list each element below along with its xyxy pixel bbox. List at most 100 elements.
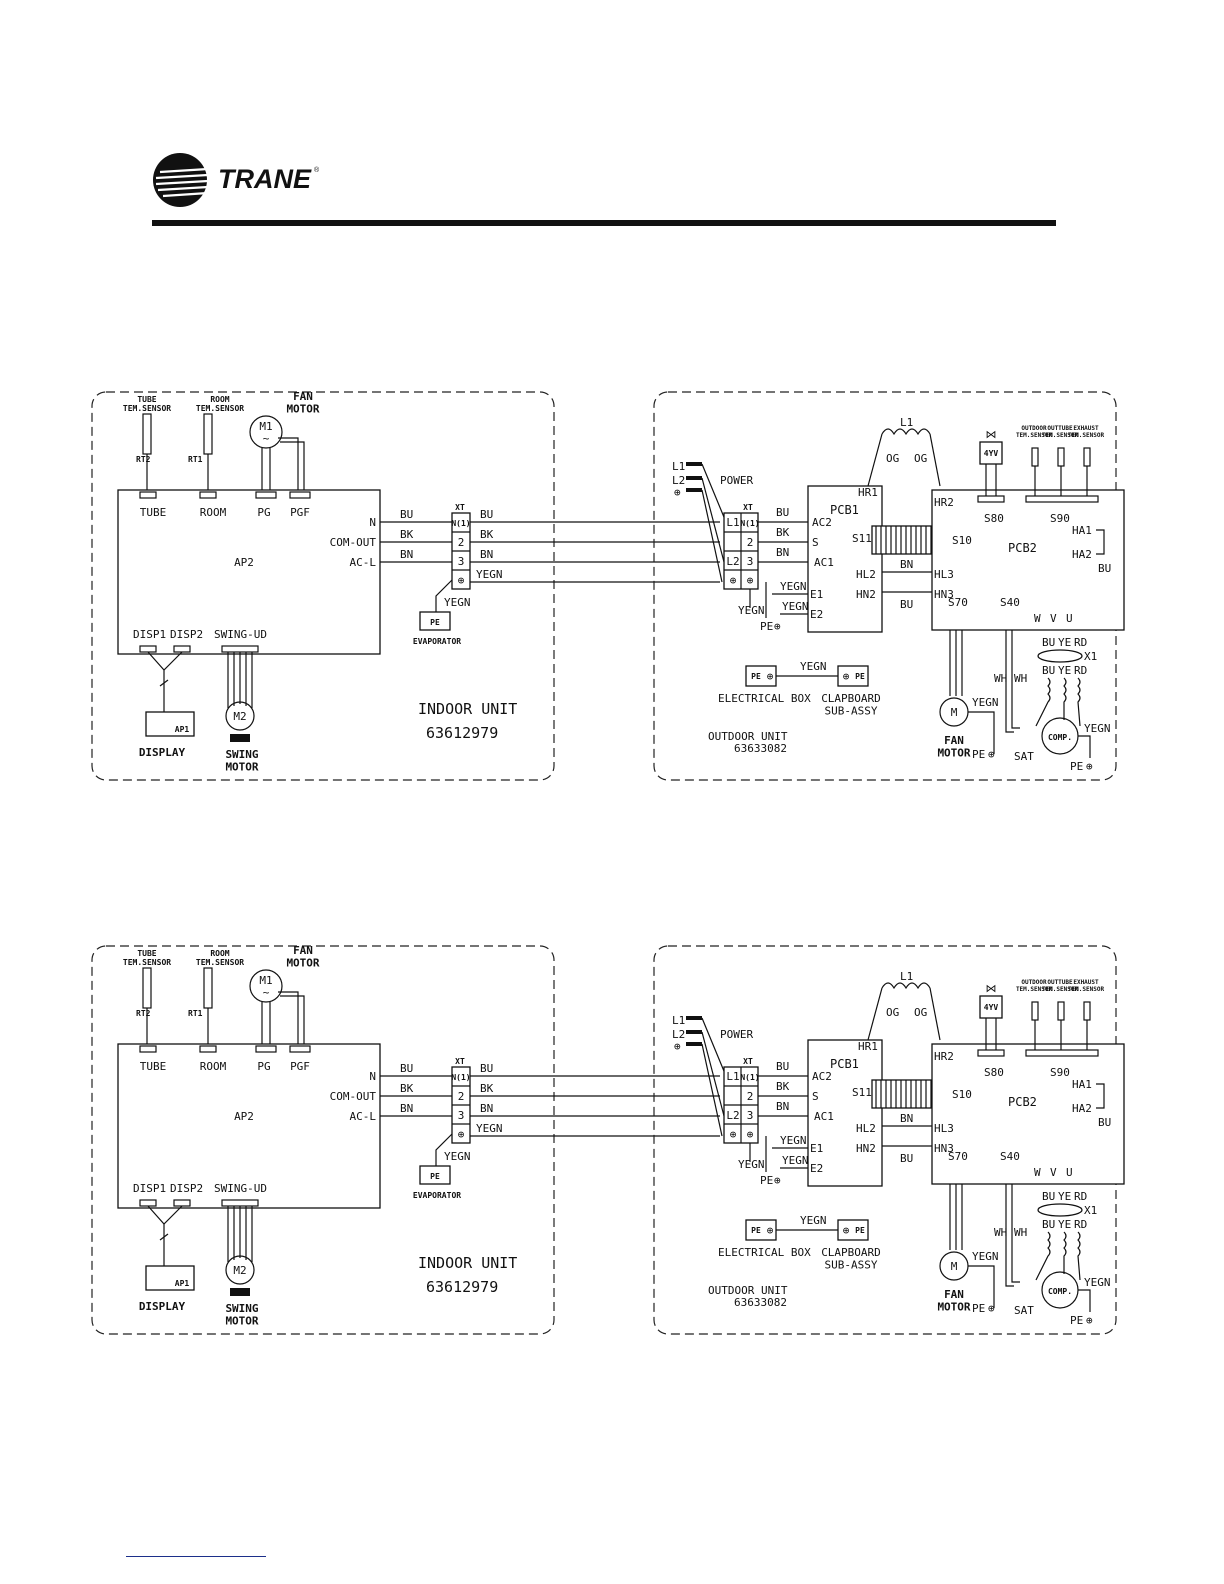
x1-wire-ye: YE xyxy=(1058,1190,1071,1203)
indoor-unit-title: INDOOR UNIT xyxy=(418,1254,517,1272)
m2-label: M2 xyxy=(233,710,246,723)
s11-port: S11 xyxy=(852,1086,872,1099)
outdoor-unit: L1 L2 ⊕ POWER XT L1 N(1) 2 L2 3 ⊕ ⊕ BU B… xyxy=(653,945,1125,1335)
compressor-label: COMP. xyxy=(1048,733,1072,742)
fan-motor-ground-yegn: YEGN xyxy=(972,696,999,709)
x1-wire-bu: BU xyxy=(1042,636,1055,649)
svg-text:~: ~ xyxy=(263,986,270,999)
outdoor-xt-l1: L1 xyxy=(726,516,739,529)
outdoor-unit-title: OUTDOOR UNIT xyxy=(708,1284,788,1297)
swing-ud-port: SWING-UD xyxy=(214,1182,267,1195)
hl3-port: HL3 xyxy=(934,1122,954,1135)
interconnect-yegn: YEGN xyxy=(476,1122,503,1135)
x1-wire-bu: BU xyxy=(1042,1190,1055,1203)
hr1-port: HR1 xyxy=(858,1040,878,1053)
sat-label: SAT xyxy=(1014,1304,1034,1317)
four-way-valve-label: 4YV xyxy=(984,449,999,458)
room-thermistor-icon xyxy=(203,413,213,455)
fan-motor-pe-label: PE xyxy=(972,748,985,761)
evaporator-label: EVAPORATOR xyxy=(413,637,461,646)
pcb1-board xyxy=(807,1039,883,1187)
tube-port: TUBE xyxy=(140,506,167,519)
s80-port: S80 xyxy=(984,1066,1004,1079)
clapboard-wire-yegn: YEGN xyxy=(800,660,827,673)
indoor-wire-bk: BK xyxy=(400,528,414,541)
xt-ground-yegn: YEGN xyxy=(738,604,765,617)
og-wire-2: OG xyxy=(914,1006,927,1019)
svg-text:⊕: ⊕ xyxy=(767,670,774,683)
electrical-box-pe-label: PE xyxy=(751,672,761,681)
outdoor-wire-bn: BN xyxy=(776,546,789,559)
indoor-unit-border xyxy=(91,945,555,1335)
comp-wire-rd: RD xyxy=(1074,1218,1087,1231)
com-out-terminal: COM-OUT xyxy=(330,536,377,549)
s10-port: S10 xyxy=(952,1088,972,1101)
ac1-port: AC1 xyxy=(814,556,834,569)
outdoor-xt-l2: L2 xyxy=(726,555,739,568)
ap2-board xyxy=(117,1043,381,1209)
pcb1-label: PCB1 xyxy=(830,503,859,517)
ha-wire-bu: BU xyxy=(1098,562,1111,575)
ap2-label: AP2 xyxy=(234,1110,254,1123)
interconnect-bn: BN xyxy=(480,1102,493,1115)
outdoor-xt-2: 2 xyxy=(747,536,754,549)
power-label: POWER xyxy=(720,1028,753,1041)
hl-wire-bn: BN xyxy=(900,558,913,571)
pcb2-board xyxy=(931,1043,1125,1185)
svg-text:⊕: ⊕ xyxy=(747,1128,754,1141)
indoor-xt-3: 3 xyxy=(458,555,465,568)
outdoor-xt-3: 3 xyxy=(747,555,754,568)
outtube-thermistor-icon xyxy=(1057,447,1065,467)
indoor-unit-code: 63612979 xyxy=(426,724,498,742)
svg-text:⊕: ⊕ xyxy=(1086,760,1093,773)
pg-port: PG xyxy=(257,1060,270,1073)
s90-port: S90 xyxy=(1050,512,1070,525)
trane-globe-icon xyxy=(153,153,209,207)
rt1-label: RT1 xyxy=(188,455,203,464)
electrical-box-label: ELECTRICAL BOX xyxy=(718,1246,811,1259)
header-rule xyxy=(152,220,1056,226)
room-port: ROOM xyxy=(200,506,227,519)
com-out-terminal: COM-OUT xyxy=(330,1090,377,1103)
tube-port: TUBE xyxy=(140,1060,167,1073)
four-way-valve-icon xyxy=(979,441,1003,465)
comp-ground-yegn: YEGN xyxy=(1084,1276,1111,1289)
svg-text:⊕: ⊕ xyxy=(730,574,737,587)
m1-label: M1 xyxy=(259,420,272,433)
outdoor-xt-n1: N(1) xyxy=(740,1073,759,1082)
outdoor-xt-l1: L1 xyxy=(726,1070,739,1083)
x1-wire-rd: RD xyxy=(1074,636,1087,649)
svg-text:⊕: ⊕ xyxy=(767,1224,774,1237)
comp-wire-ye: YE xyxy=(1058,1218,1071,1231)
reactor-l1-label: L1 xyxy=(900,416,913,429)
interconnect-bu: BU xyxy=(480,1062,493,1075)
xt-ground-yegn: YEGN xyxy=(738,1158,765,1171)
indoor-xt-n1: N(1) xyxy=(451,519,470,528)
svg-text:⊕: ⊕ xyxy=(988,748,995,761)
s11-port: S11 xyxy=(852,532,872,545)
comp-u-port: U xyxy=(1066,612,1073,625)
outdoor-thermistor-icon xyxy=(1031,1001,1039,1021)
exhaust-thermistor-icon xyxy=(1083,447,1091,467)
comp-v-port: V xyxy=(1050,1166,1057,1179)
fan-motor-m1-icon xyxy=(249,969,283,1003)
hn2-port: HN2 xyxy=(856,1142,876,1155)
fan-motor-m-label: M xyxy=(951,1260,958,1273)
disp2-port: DISP2 xyxy=(170,1182,203,1195)
svg-text:⊕: ⊕ xyxy=(843,1224,850,1237)
comp-wire-ye: YE xyxy=(1058,664,1071,677)
evaporator-label: EVAPORATOR xyxy=(413,1191,461,1200)
outdoor-unit: L1 L2 ⊕ POWER XT L1 N(1) 2 L2 3 ⊕ ⊕ BU B… xyxy=(653,391,1125,781)
svg-text:~: ~ xyxy=(263,432,270,445)
